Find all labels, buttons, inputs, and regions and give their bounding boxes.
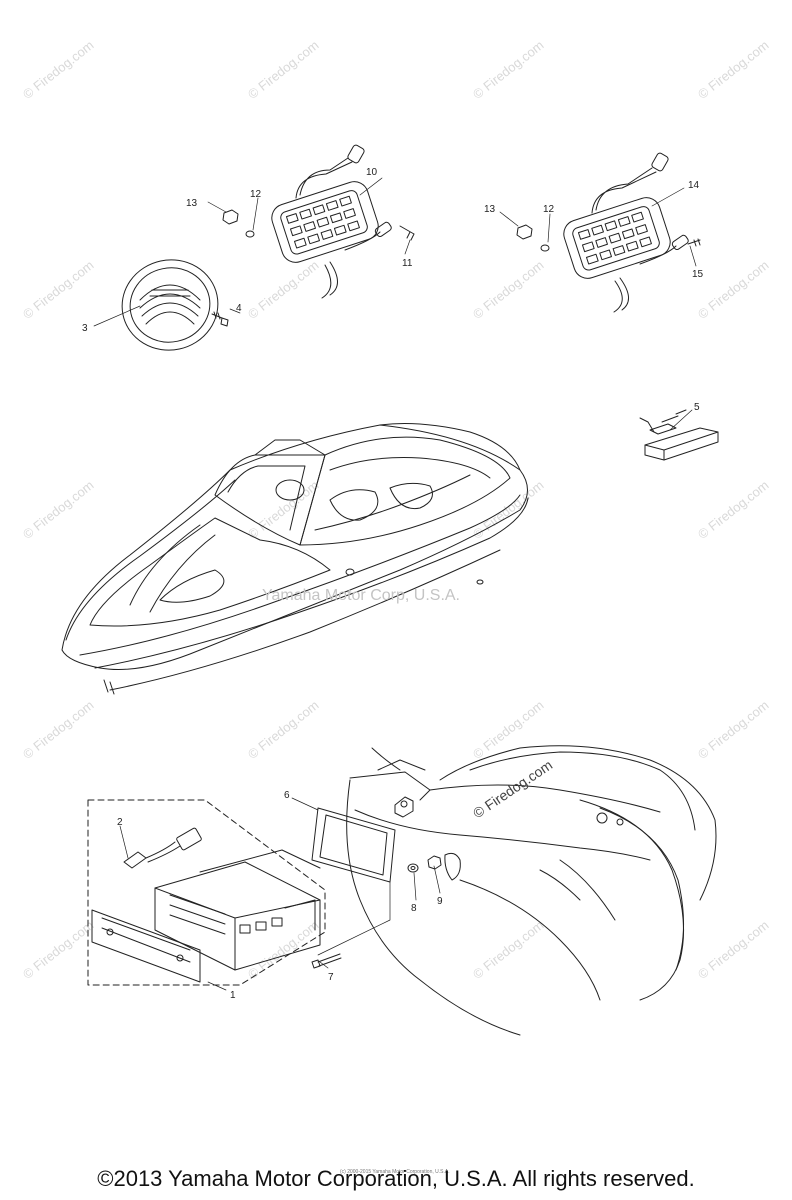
- callout-1: 1: [230, 990, 236, 1001]
- nut-9: [427, 855, 442, 870]
- callout-11: 11: [402, 258, 413, 269]
- washer-12-left: [245, 230, 255, 238]
- boat-illustration: [61, 423, 529, 695]
- speaker-grille: [121, 259, 219, 351]
- callout-15: 15: [692, 269, 704, 280]
- washer-12-right: [540, 244, 550, 252]
- callout-14: 14: [688, 180, 700, 191]
- washer-8: [407, 863, 419, 873]
- harness-connector: [123, 827, 202, 869]
- callout-6: 6: [284, 790, 290, 801]
- callout-5: 5: [694, 402, 700, 413]
- center-watermark: Yamaha Motor Corp, U.S.A.: [262, 587, 460, 604]
- callout-2: 2: [117, 817, 123, 828]
- callout-13-right: 13: [484, 204, 496, 215]
- trim-frame: [311, 807, 396, 883]
- callout-12-left: 12: [250, 189, 262, 200]
- callout-12-right: 12: [543, 204, 555, 215]
- radio-faceplate: [91, 909, 201, 983]
- switch-panel-left: [271, 144, 415, 299]
- courtesy-light: [639, 409, 719, 461]
- callout-labels: 3 4 13 12 10 11 13 12 14 15 5 6 2 1 7 8 …: [82, 167, 704, 1001]
- switch-panel-right: [563, 152, 701, 313]
- callout-3: 3: [82, 323, 88, 334]
- callout-7: 7: [328, 972, 334, 983]
- radio-unit: [154, 849, 321, 971]
- footer-small-print: (c) 2000-2015 Yamaha Motor Corporation, …: [340, 1169, 450, 1175]
- nut-13-left: [222, 209, 239, 225]
- callout-4: 4: [236, 303, 242, 314]
- callout-13-left: 13: [186, 198, 198, 209]
- bolt-7: [311, 953, 342, 969]
- leader-lines: [93, 177, 697, 991]
- callout-10: 10: [366, 167, 378, 178]
- nut-13-right: [516, 224, 533, 240]
- radio-kit-outline: [87, 799, 326, 986]
- screw-4: [211, 311, 229, 327]
- console-section: [346, 745, 717, 1036]
- callout-8: 8: [411, 903, 417, 914]
- copyright-footer: ©2013 Yamaha Motor Corporation, U.S.A. A…: [97, 1166, 695, 1191]
- callout-9: 9: [437, 896, 443, 907]
